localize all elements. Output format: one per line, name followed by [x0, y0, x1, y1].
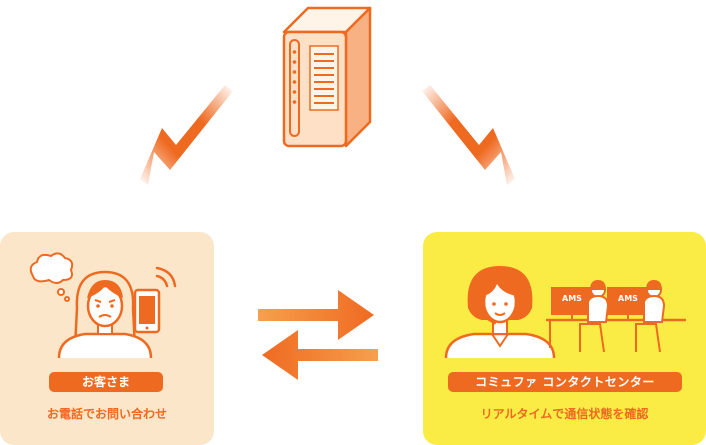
monitor-label-1: AMS: [562, 294, 582, 303]
operator-headset-illustration: [444, 266, 556, 359]
wireless-signal-right-icon: [422, 85, 515, 185]
two-way-arrows-icon: [258, 290, 378, 380]
contact-center-label: コミュファ コンタクトセンター: [448, 372, 682, 392]
contact-center-operators-illustration: [444, 266, 686, 359]
smartphone-icon: [133, 288, 161, 334]
operator-desks-illustration: [546, 280, 686, 353]
router-icon: [282, 6, 372, 148]
wireless-signal-left-icon: [140, 85, 233, 185]
customer-on-phone-illustration: [29, 252, 177, 359]
customer-caption: お電話でお問い合わせ: [46, 407, 167, 421]
thought-bubble-icon: [29, 252, 74, 302]
customer-label: お客さま: [49, 372, 163, 392]
phone-signal-icon: [155, 266, 177, 288]
monitor-label-2: AMS: [618, 294, 638, 303]
contact-center-caption: リアルタイムで通信状態を確認: [480, 407, 649, 421]
